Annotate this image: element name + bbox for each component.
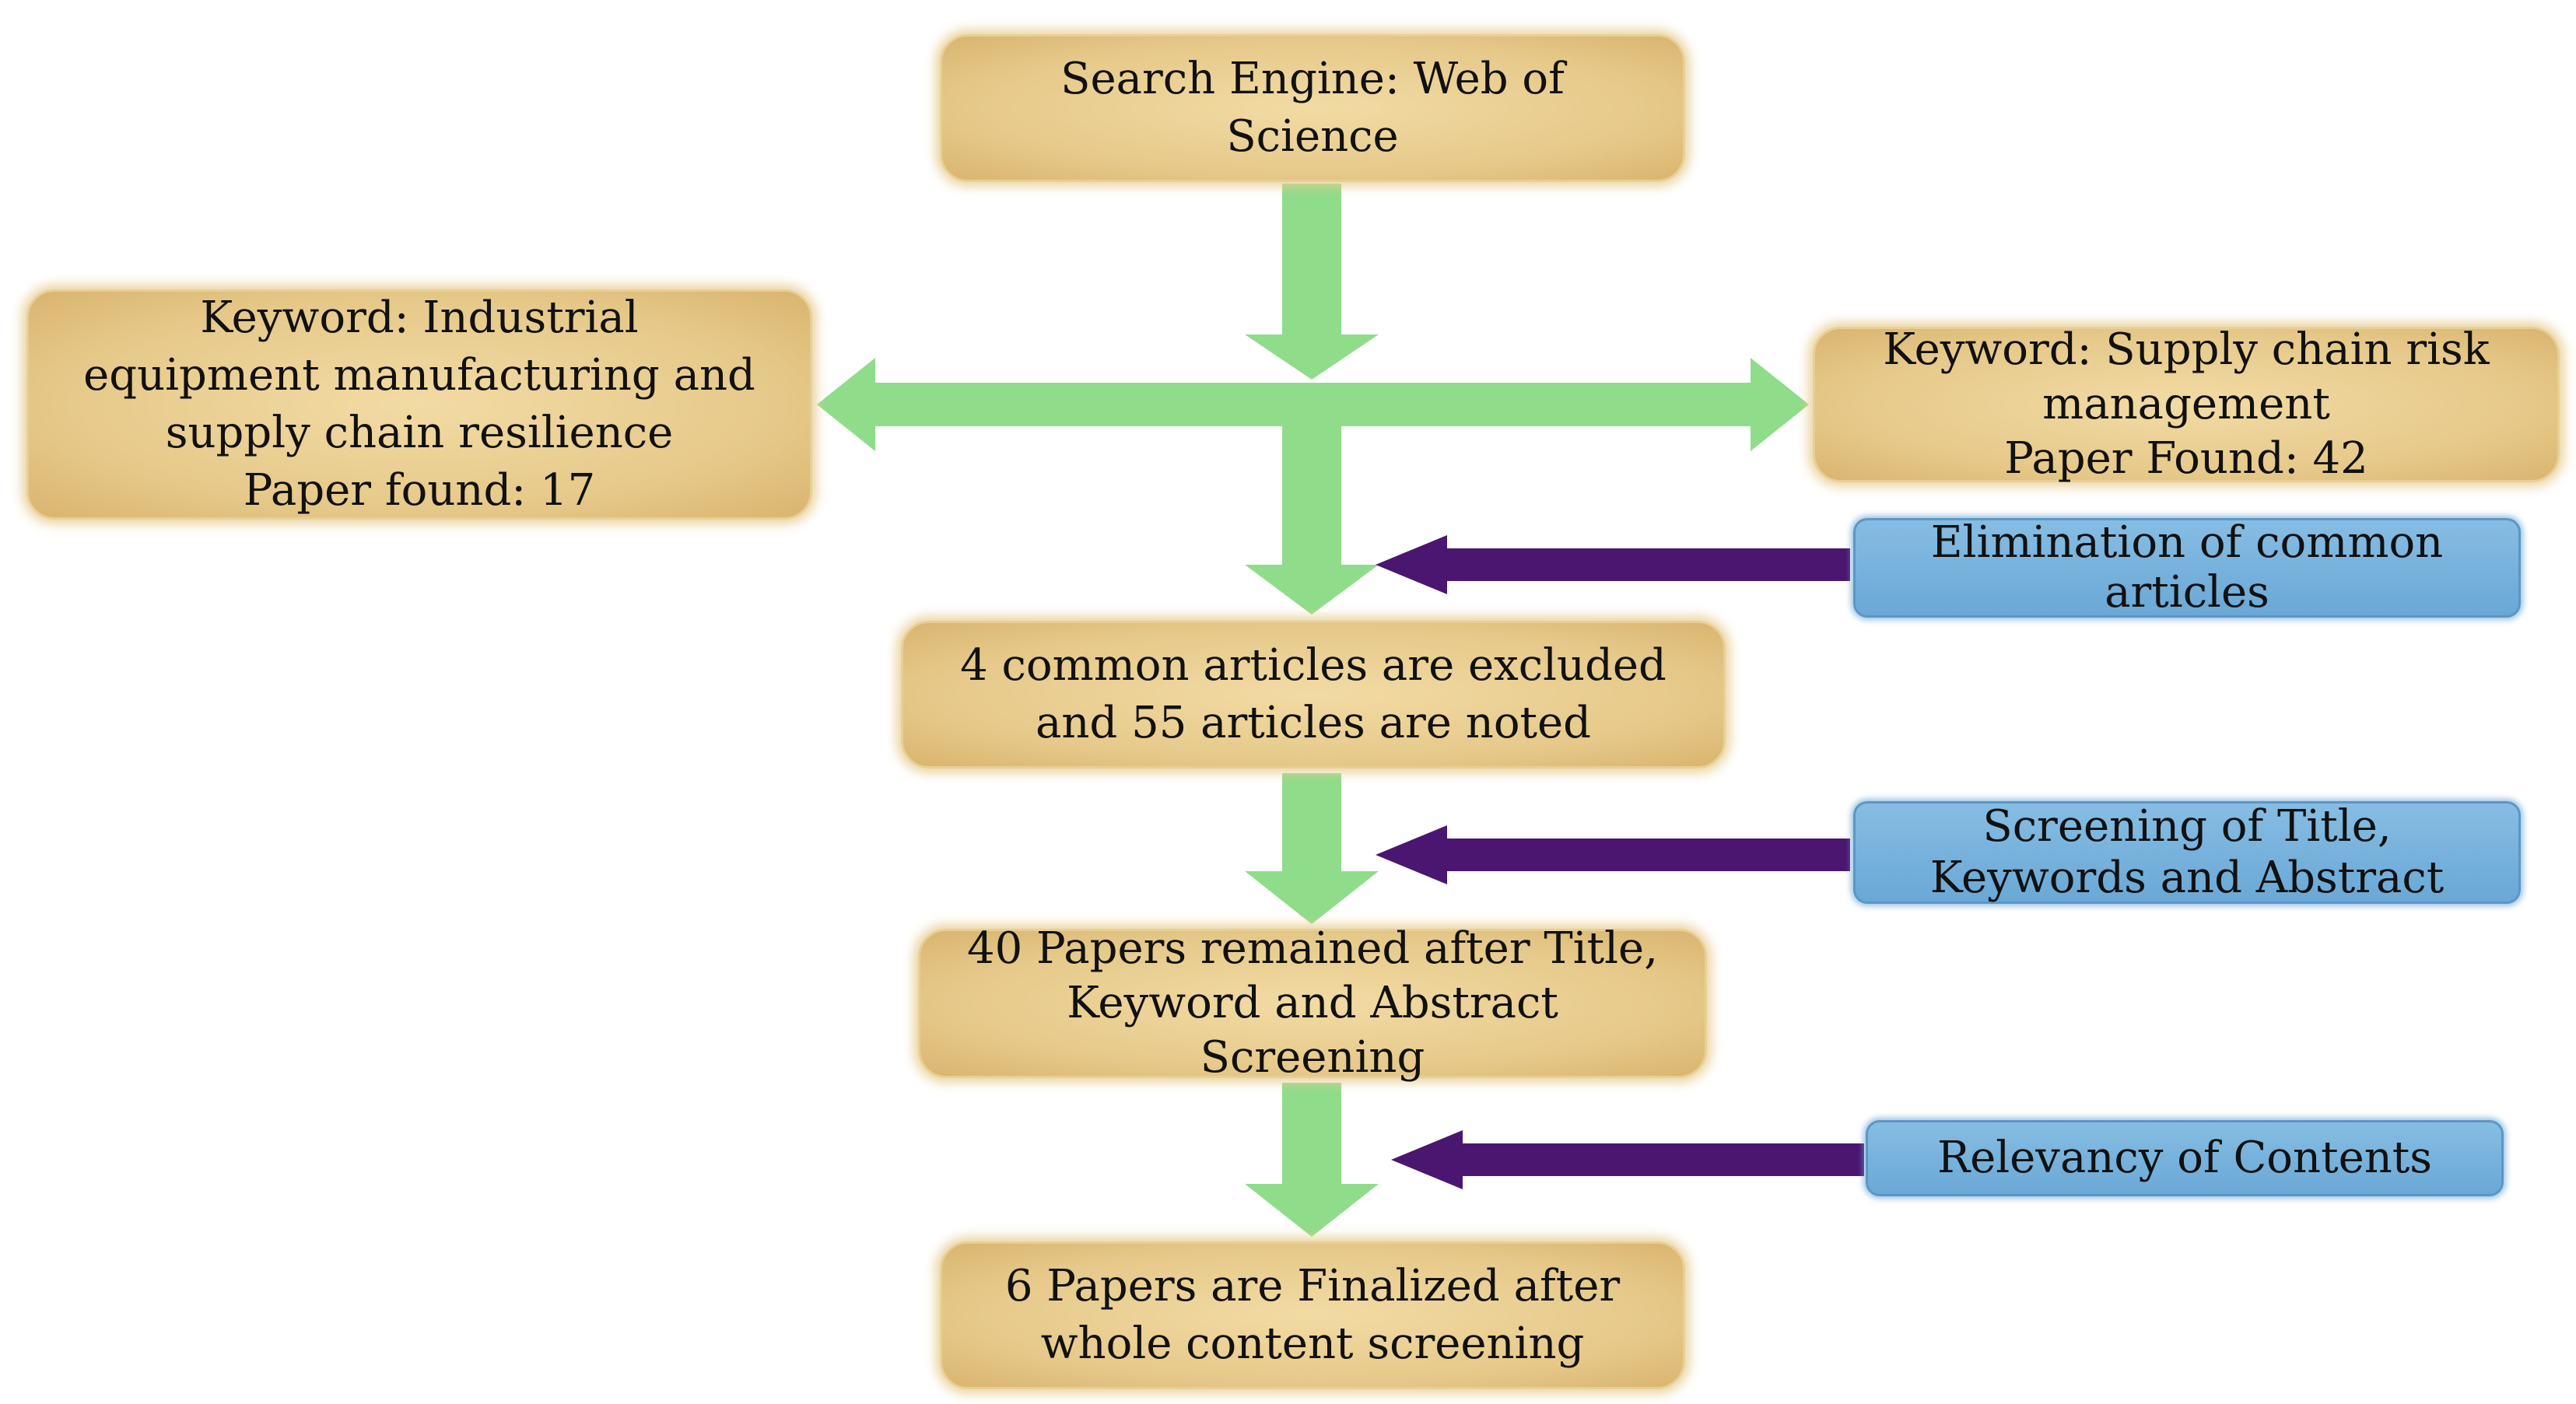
box-text-line: Paper Found: 42 xyxy=(2004,433,2368,484)
box-text-line: Keyword: Supply chain risk xyxy=(1883,324,2490,375)
box-text-line: Elimination of common xyxy=(1930,517,2444,568)
flow-arrow-horizontal xyxy=(817,358,1809,451)
flow-arrow-junction-to-common xyxy=(1245,426,1379,614)
box-text-line: Screening xyxy=(1200,1032,1425,1083)
flow-arrow-search-to-junction xyxy=(1245,184,1379,380)
box-text-line: Relevancy of Contents xyxy=(1936,1133,2433,1183)
box-text-line: articles xyxy=(2105,567,2269,618)
step-arrow-screening xyxy=(1376,825,1850,884)
remained-40-box: 40 Papers remained after Title, Keyword … xyxy=(918,923,1707,1083)
box-text-line: equipment manufacturing and xyxy=(83,350,755,401)
box-text-line: Keyword and Abstract xyxy=(1067,978,1558,1028)
box-text-line: management xyxy=(2042,379,2330,429)
keyword-left-box: Keyword: Industrial equipment manufactur… xyxy=(26,289,812,520)
finalized-6-box: 6 Papers are Finalized after whole conte… xyxy=(940,1241,1685,1389)
box-text-line: 4 common articles are excluded xyxy=(960,640,1667,691)
box-text-line: Keyword: Industrial xyxy=(200,292,639,343)
common-articles-box: 4 common articles are excluded and 55 ar… xyxy=(901,621,1726,769)
search-engine-box: Search Engine: Web of Science xyxy=(940,34,1685,182)
elimination-step-box: Elimination of common articles xyxy=(1853,518,2521,618)
step-arrow-relevancy xyxy=(1391,1130,1864,1189)
box-text-line: and 55 articles are noted xyxy=(1035,698,1592,748)
box-text-line: Keywords and Abstract xyxy=(1929,853,2445,903)
step-arrow-group xyxy=(1376,535,1864,1189)
box-text-line: Search Engine: Web of xyxy=(1060,54,1565,104)
flow-arrow-remained-to-finalized xyxy=(1245,1083,1379,1237)
step-arrow-elimination xyxy=(1376,535,1850,594)
box-text-line: whole content screening xyxy=(1040,1318,1585,1369)
screening-step-box: Screening of Title, Keywords and Abstrac… xyxy=(1853,801,2521,904)
box-text-line: Paper found: 17 xyxy=(243,465,596,516)
box-text-line: Science xyxy=(1226,111,1399,162)
flow-arrow-group xyxy=(817,184,1809,1237)
keyword-right-box: Keyword: Supply chain risk management Pa… xyxy=(1813,324,2560,484)
box-text-line: supply chain resilience xyxy=(165,408,674,458)
relevancy-step-box: Relevancy of Contents xyxy=(1866,1120,2504,1196)
box-text-line: 6 Papers are Finalized after xyxy=(1004,1261,1621,1311)
box-text-line: Screening of Title, xyxy=(1982,801,2392,852)
box-text-line: 40 Papers remained after Title, xyxy=(966,923,1658,974)
flow-arrow-common-to-remained xyxy=(1245,773,1379,924)
